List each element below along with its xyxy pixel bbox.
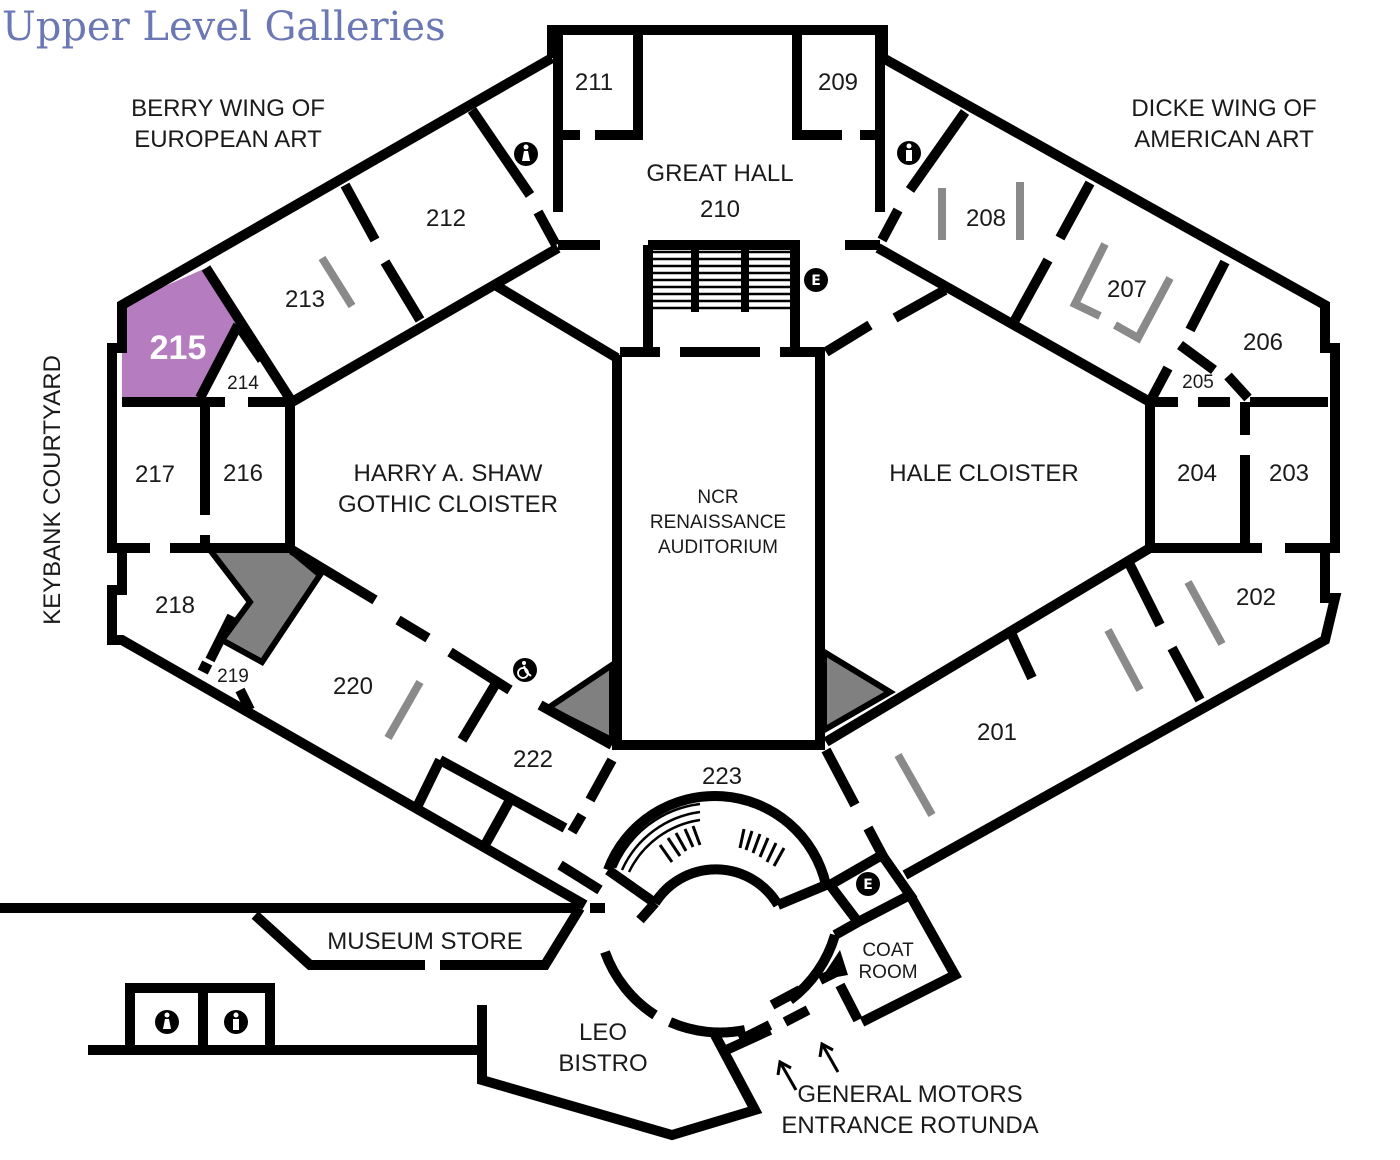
great-hall-label: GREAT HALL bbox=[646, 160, 793, 187]
room-210-label: 210 bbox=[700, 196, 740, 223]
coat-room-label-2: ROOM bbox=[858, 962, 917, 983]
elevator-icon: E bbox=[856, 872, 880, 896]
gallery-partitions bbox=[318, 182, 1226, 817]
room-212-label: 212 bbox=[426, 205, 466, 232]
room-218-label: 218 bbox=[155, 592, 195, 619]
bistro-walls bbox=[477, 1005, 763, 1141]
svg-text:E: E bbox=[811, 273, 821, 289]
room-205-label: 205 bbox=[1182, 372, 1214, 393]
room-203-label: 203 bbox=[1269, 460, 1309, 487]
leo-bistro-label-1: LEO bbox=[579, 1019, 627, 1046]
museum-store-walls bbox=[0, 903, 605, 1055]
map-title: Upper Level Galleries bbox=[2, 4, 446, 50]
rotunda-walls bbox=[557, 791, 840, 1038]
shaw-cloister-label-2: GOTHIC CLOISTER bbox=[338, 491, 558, 518]
women-restroom-icon bbox=[155, 1010, 179, 1034]
room-217-label: 217 bbox=[135, 461, 175, 488]
men-restroom-icon bbox=[224, 1010, 248, 1034]
berry-wing-label-1: BERRY WING OF bbox=[131, 95, 325, 122]
room-223-label: 223 bbox=[702, 763, 742, 790]
restroom-block bbox=[125, 983, 275, 1050]
ncr-label-2: RENAISSANCE bbox=[650, 512, 786, 533]
left-wing-walls bbox=[122, 107, 617, 848]
entrance-arrows bbox=[776, 1041, 840, 1091]
elevator-icon: E bbox=[804, 268, 828, 292]
coat-room-label-1: COAT bbox=[862, 940, 914, 961]
room-207-label: 207 bbox=[1107, 276, 1147, 303]
room-211-label: 211 bbox=[575, 69, 613, 96]
leo-bistro-label-2: BISTRO bbox=[558, 1050, 647, 1077]
room-219-label: 219 bbox=[217, 666, 249, 687]
dicke-wing-label-2: AMERICAN ART bbox=[1134, 126, 1314, 153]
ncr-label-1: NCR bbox=[697, 487, 738, 508]
svg-text:E: E bbox=[863, 877, 873, 893]
room-215-label[interactable]: 215 bbox=[150, 329, 207, 367]
museum-store-label: MUSEUM STORE bbox=[327, 928, 523, 955]
room-215-highlight[interactable] bbox=[122, 268, 238, 398]
room-214-label: 214 bbox=[227, 373, 259, 394]
room-213-label: 213 bbox=[285, 286, 325, 313]
shaw-cloister-label-1: HARRY A. SHAW bbox=[354, 460, 543, 487]
ncr-label-3: AUDITORIUM bbox=[658, 537, 778, 558]
entrance-label-2: ENTRANCE ROTUNDA bbox=[781, 1112, 1038, 1139]
entrance-label-1: GENERAL MOTORS bbox=[797, 1081, 1022, 1108]
room-204-label: 204 bbox=[1177, 460, 1217, 487]
keybank-courtyard-label: KEYBANK COURTYARD bbox=[39, 355, 66, 625]
room-209-label: 209 bbox=[818, 69, 858, 96]
room-202-label: 202 bbox=[1236, 584, 1276, 611]
room-222-label: 222 bbox=[513, 746, 553, 773]
room-201-label: 201 bbox=[977, 719, 1017, 746]
berry-wing-label-2: EUROPEAN ART bbox=[134, 126, 322, 153]
wheelchair-icon bbox=[513, 658, 537, 682]
great-hall-walls bbox=[553, 30, 885, 357]
auditorium-walls bbox=[492, 280, 948, 750]
shaded-area-219 bbox=[203, 547, 324, 666]
coat-room-walls bbox=[719, 848, 962, 1057]
hale-cloister-label: HALE CLOISTER bbox=[889, 460, 1078, 487]
women-restroom-icon bbox=[514, 142, 538, 166]
room-220-label: 220 bbox=[333, 673, 373, 700]
dicke-wing-label-1: DICKE WING OF bbox=[1131, 95, 1316, 122]
room-208-label: 208 bbox=[966, 205, 1006, 232]
room-216-label: 216 bbox=[223, 460, 263, 487]
men-restroom-icon bbox=[897, 141, 921, 165]
room-206-label: 206 bbox=[1243, 329, 1283, 356]
stairs bbox=[652, 248, 790, 312]
